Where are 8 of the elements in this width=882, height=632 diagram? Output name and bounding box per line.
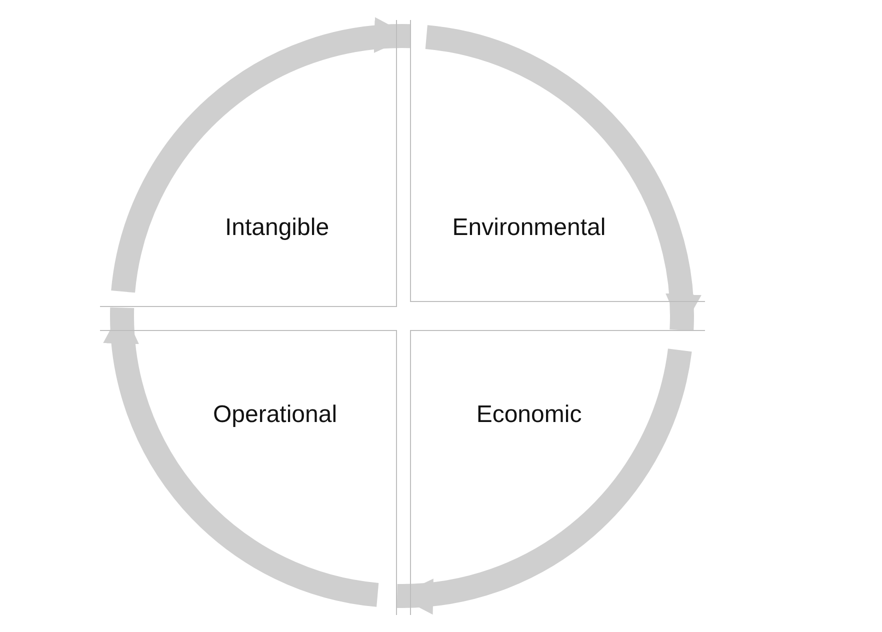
- quadrant-label: Environmental: [452, 214, 606, 242]
- quadrant-label: Intangible: [224, 214, 330, 242]
- quadrant: [410, 20, 705, 302]
- curved-arrow: [105, 307, 380, 607]
- curved-arrow: [424, 25, 700, 330]
- quadrant: [100, 330, 397, 615]
- quadrant-label: Economic: [476, 401, 582, 429]
- quadrant-label: Operational: [212, 401, 338, 429]
